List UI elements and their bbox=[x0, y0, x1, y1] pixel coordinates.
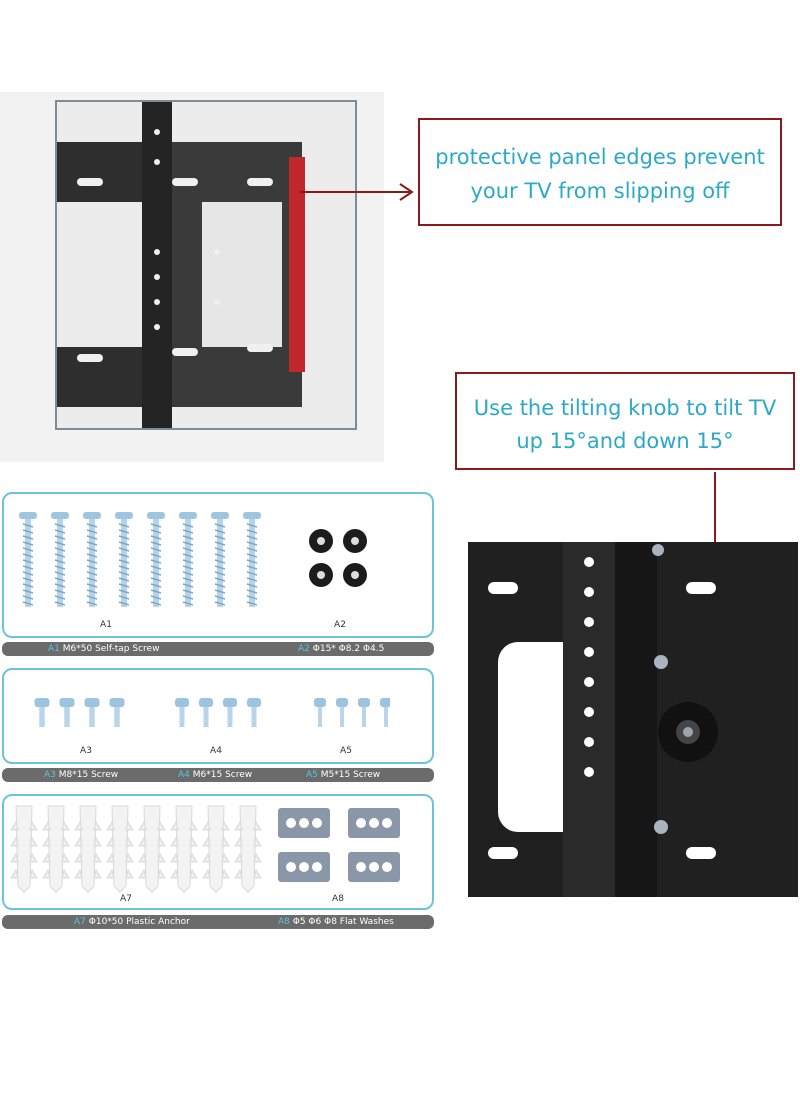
a1-description: M6*50 Self-tap Screw bbox=[62, 644, 160, 654]
parts-bar-1: A1 M6*50 Self-tap Screw A2 Φ15* Φ8.2 Φ4.… bbox=[2, 642, 434, 656]
red-panel-edge bbox=[289, 157, 305, 372]
machine-screws-icon bbox=[34, 698, 390, 727]
part-label-a3: A3 bbox=[80, 746, 92, 756]
parts-bar-2: A3 M8*15 Screw A4 M6*15 Screw A5 M5*15 S… bbox=[2, 768, 434, 782]
parts-panel-screws bbox=[2, 492, 434, 638]
callout-tilt-line2: up 15°and down 15° bbox=[516, 429, 734, 453]
callout-edges-line2: your TV from slipping off bbox=[470, 179, 730, 203]
a8-description: Φ5 Φ6 Φ8 Flat Washes bbox=[292, 917, 394, 927]
a1-code: A1 bbox=[48, 644, 60, 654]
a5-description: M5*15 Screw bbox=[320, 770, 381, 780]
wall-mount-illustration bbox=[57, 102, 305, 428]
callout-protective-edges: protective panel edges prevent your TV f… bbox=[418, 118, 782, 226]
mount-photo bbox=[55, 100, 357, 430]
part-label-a2: A2 bbox=[334, 620, 346, 630]
a4-description: M6*15 Screw bbox=[192, 770, 253, 780]
rubber-washers-icon bbox=[309, 529, 367, 587]
a8-code: A8 bbox=[278, 917, 290, 927]
a3-code: A3 bbox=[44, 770, 56, 780]
parts-bar-3: A7 Φ10*50 Plastic Anchor A8 Φ5 Φ6 Φ8 Fla… bbox=[2, 915, 434, 929]
flat-washers-icon bbox=[278, 808, 400, 882]
a2-code: A2 bbox=[298, 644, 310, 654]
part-label-a5: A5 bbox=[340, 746, 352, 756]
part-label-a1: A1 bbox=[100, 620, 112, 630]
edges-arrow bbox=[300, 183, 414, 201]
callout-tilt-line1: Use the tilting knob to tilt TV bbox=[473, 396, 777, 420]
self-tap-screws-icon bbox=[19, 512, 261, 607]
tilt-bracket-illustration bbox=[468, 542, 798, 897]
a5-code: A5 bbox=[306, 770, 318, 780]
a3-description: M8*15 Screw bbox=[58, 770, 119, 780]
tilting-knob bbox=[658, 702, 718, 762]
part-label-a4: A4 bbox=[210, 746, 222, 756]
a7-description: Φ10*50 Plastic Anchor bbox=[88, 917, 190, 927]
part-label-a7: A7 bbox=[120, 894, 132, 904]
a4-code: A4 bbox=[178, 770, 190, 780]
part-label-a8: A8 bbox=[332, 894, 344, 904]
plastic-anchors-icon bbox=[10, 805, 262, 893]
callout-tilting-knob: Use the tilting knob to tilt TV up 15°an… bbox=[455, 372, 795, 470]
tilt-knob-photo bbox=[468, 542, 798, 897]
a7-code: A7 bbox=[74, 917, 86, 927]
a2-description: Φ15* Φ8.2 Φ4.5 bbox=[312, 644, 385, 654]
callout-edges-line1: protective panel edges prevent bbox=[435, 145, 765, 169]
